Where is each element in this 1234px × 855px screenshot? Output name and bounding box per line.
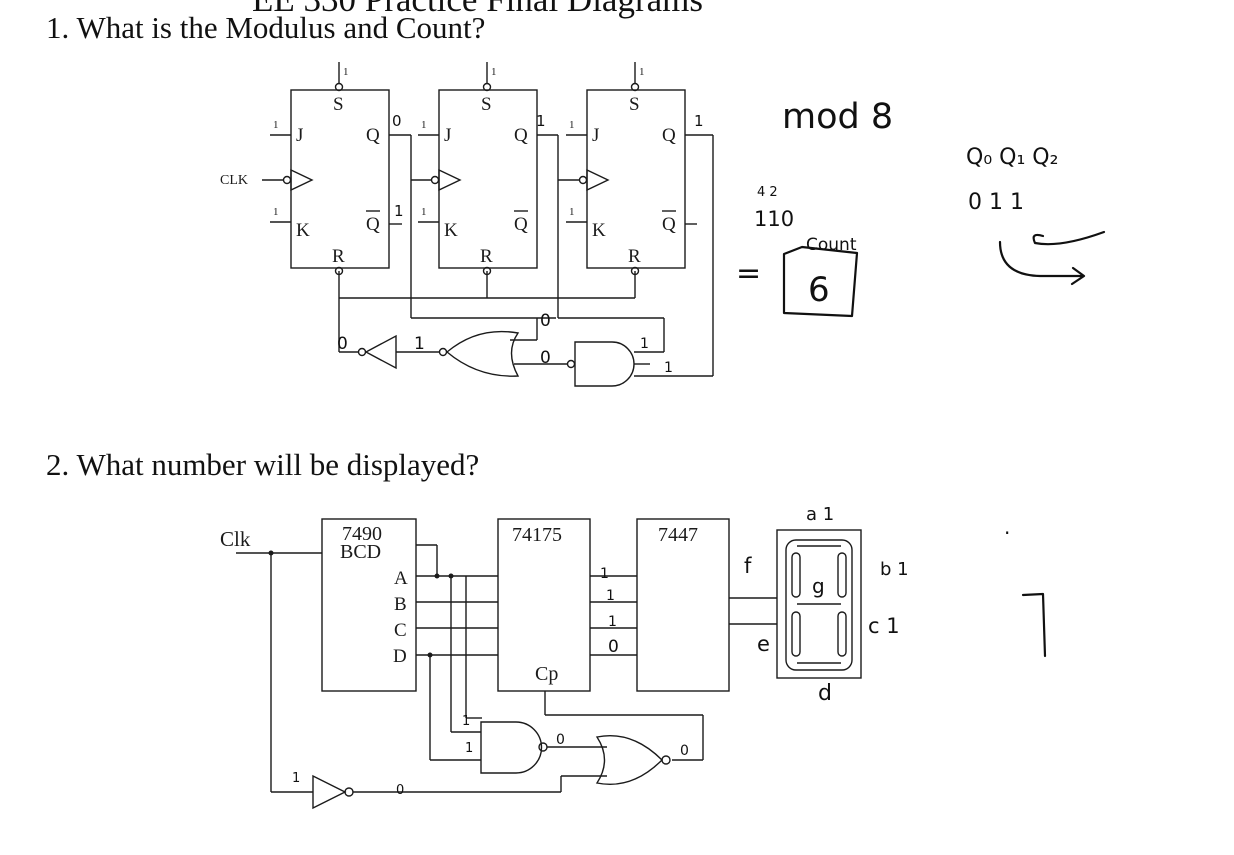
svg-text:R: R bbox=[628, 246, 641, 267]
svg-text:K: K bbox=[444, 220, 458, 241]
svg-text:mod 8: mod 8 bbox=[782, 97, 893, 137]
seven-segment-display bbox=[776, 529, 862, 679]
circuit2-annotations: 1 1 1 0 f e a 1 b 1 c 1 g d 1 1 0 0 1 0 … bbox=[292, 504, 1047, 798]
svg-text:BCD: BCD bbox=[340, 541, 381, 563]
circuit1-reset-logic bbox=[338, 135, 714, 387]
svg-text:Q: Q bbox=[662, 125, 676, 146]
svg-text:·: · bbox=[1004, 521, 1010, 545]
svg-text:0: 0 bbox=[337, 334, 348, 354]
svg-text:0: 0 bbox=[540, 348, 551, 368]
svg-text:Count: Count bbox=[806, 235, 857, 255]
circuit1-annotations: 0 1 1 1 0 0 1 1 1 0 mod 8 Q₀ Q₁ Q₂ 0 1 1… bbox=[337, 97, 1106, 376]
svg-text:0: 0 bbox=[556, 732, 565, 748]
svg-text:A: A bbox=[394, 568, 408, 589]
chip-7447 bbox=[636, 518, 730, 692]
svg-text:1: 1 bbox=[536, 112, 546, 130]
svg-text:1: 1 bbox=[273, 206, 279, 218]
svg-text:1: 1 bbox=[414, 334, 425, 354]
svg-text:J: J bbox=[444, 125, 451, 146]
svg-text:74175: 74175 bbox=[512, 524, 562, 546]
svg-text:Q: Q bbox=[366, 125, 380, 146]
flip-flop-2: 1 S R 1 J 1 K Q Q bbox=[410, 62, 558, 298]
answer-seven-stroke bbox=[1021, 592, 1047, 658]
question-2: 2. What number will be displayed? bbox=[46, 447, 480, 482]
svg-text:C: C bbox=[394, 620, 407, 641]
svg-text:1: 1 bbox=[600, 566, 609, 582]
circuit2: Clk 7490 BCD A B C D 74175 Cp 7447 bbox=[220, 518, 862, 810]
svg-text:1: 1 bbox=[292, 771, 300, 786]
svg-text:4 2: 4 2 bbox=[757, 185, 778, 200]
chip-7490 bbox=[321, 518, 417, 692]
svg-text:R: R bbox=[332, 246, 345, 267]
svg-text:1: 1 bbox=[694, 112, 704, 130]
svg-text:0: 0 bbox=[392, 112, 402, 130]
svg-text:1: 1 bbox=[608, 614, 617, 630]
svg-text:Clk: Clk bbox=[220, 527, 251, 551]
svg-text:0: 0 bbox=[540, 311, 551, 331]
svg-text:Q: Q bbox=[514, 125, 528, 146]
svg-text:D: D bbox=[393, 646, 407, 667]
svg-text:1: 1 bbox=[639, 66, 645, 78]
svg-text:1: 1 bbox=[394, 202, 404, 220]
svg-text:1: 1 bbox=[606, 588, 615, 604]
svg-text:CLK: CLK bbox=[220, 173, 248, 188]
svg-text:Q: Q bbox=[366, 214, 380, 235]
svg-text:0: 0 bbox=[608, 637, 619, 657]
question-1: 1. What is the Modulus and Count? bbox=[46, 10, 486, 45]
svg-text:K: K bbox=[296, 220, 310, 241]
svg-text:a 1: a 1 bbox=[806, 504, 834, 525]
svg-text:Q₀ Q₁ Q₂: Q₀ Q₁ Q₂ bbox=[966, 145, 1058, 170]
svg-text:7490: 7490 bbox=[342, 523, 382, 545]
svg-text:S: S bbox=[481, 94, 492, 115]
svg-text:d: d bbox=[818, 681, 832, 706]
svg-text:0: 0 bbox=[680, 743, 689, 759]
svg-text:0 1 1: 0 1 1 bbox=[968, 190, 1024, 215]
svg-text:1: 1 bbox=[569, 206, 575, 218]
svg-text:J: J bbox=[592, 125, 599, 146]
svg-text:7447: 7447 bbox=[658, 524, 698, 546]
svg-text:110: 110 bbox=[754, 207, 794, 231]
svg-text:S: S bbox=[333, 94, 344, 115]
svg-text:S: S bbox=[629, 94, 640, 115]
svg-text:1: 1 bbox=[421, 206, 427, 218]
svg-text:f: f bbox=[744, 554, 752, 578]
svg-text:g: g bbox=[812, 574, 825, 598]
svg-text:B: B bbox=[394, 594, 407, 615]
flip-flop-3: 1 S R 1 J 1 K Q Q bbox=[557, 62, 713, 298]
svg-text:e: e bbox=[757, 632, 770, 656]
svg-text:1: 1 bbox=[343, 66, 349, 78]
or-gate bbox=[595, 735, 663, 785]
svg-text:1: 1 bbox=[421, 119, 427, 131]
svg-text:Q: Q bbox=[514, 214, 528, 235]
page-title: EE 330 Practice Final Diagrams bbox=[252, 0, 703, 20]
nand-gate bbox=[480, 721, 543, 774]
svg-text:1: 1 bbox=[462, 714, 470, 729]
svg-text:1: 1 bbox=[273, 119, 279, 131]
svg-text:1: 1 bbox=[465, 741, 473, 756]
svg-text:=: = bbox=[736, 256, 761, 291]
svg-text:1: 1 bbox=[569, 119, 575, 131]
svg-text:0: 0 bbox=[396, 783, 404, 798]
svg-text:Q: Q bbox=[662, 214, 676, 235]
svg-text:b 1: b 1 bbox=[880, 559, 909, 580]
svg-text:1: 1 bbox=[491, 66, 497, 78]
chip-74175 bbox=[497, 518, 591, 692]
svg-text:R: R bbox=[480, 246, 493, 267]
flip-flop-1: 1 S R 1 J 1 K CLK Q Q bbox=[220, 62, 411, 298]
inverter bbox=[312, 774, 347, 810]
svg-text:Cp: Cp bbox=[535, 663, 558, 685]
svg-text:J: J bbox=[296, 125, 303, 146]
svg-text:6: 6 bbox=[808, 270, 830, 310]
svg-text:1: 1 bbox=[640, 336, 649, 352]
svg-text:1: 1 bbox=[664, 360, 673, 376]
svg-text:K: K bbox=[592, 220, 606, 241]
svg-text:c 1: c 1 bbox=[868, 614, 900, 638]
